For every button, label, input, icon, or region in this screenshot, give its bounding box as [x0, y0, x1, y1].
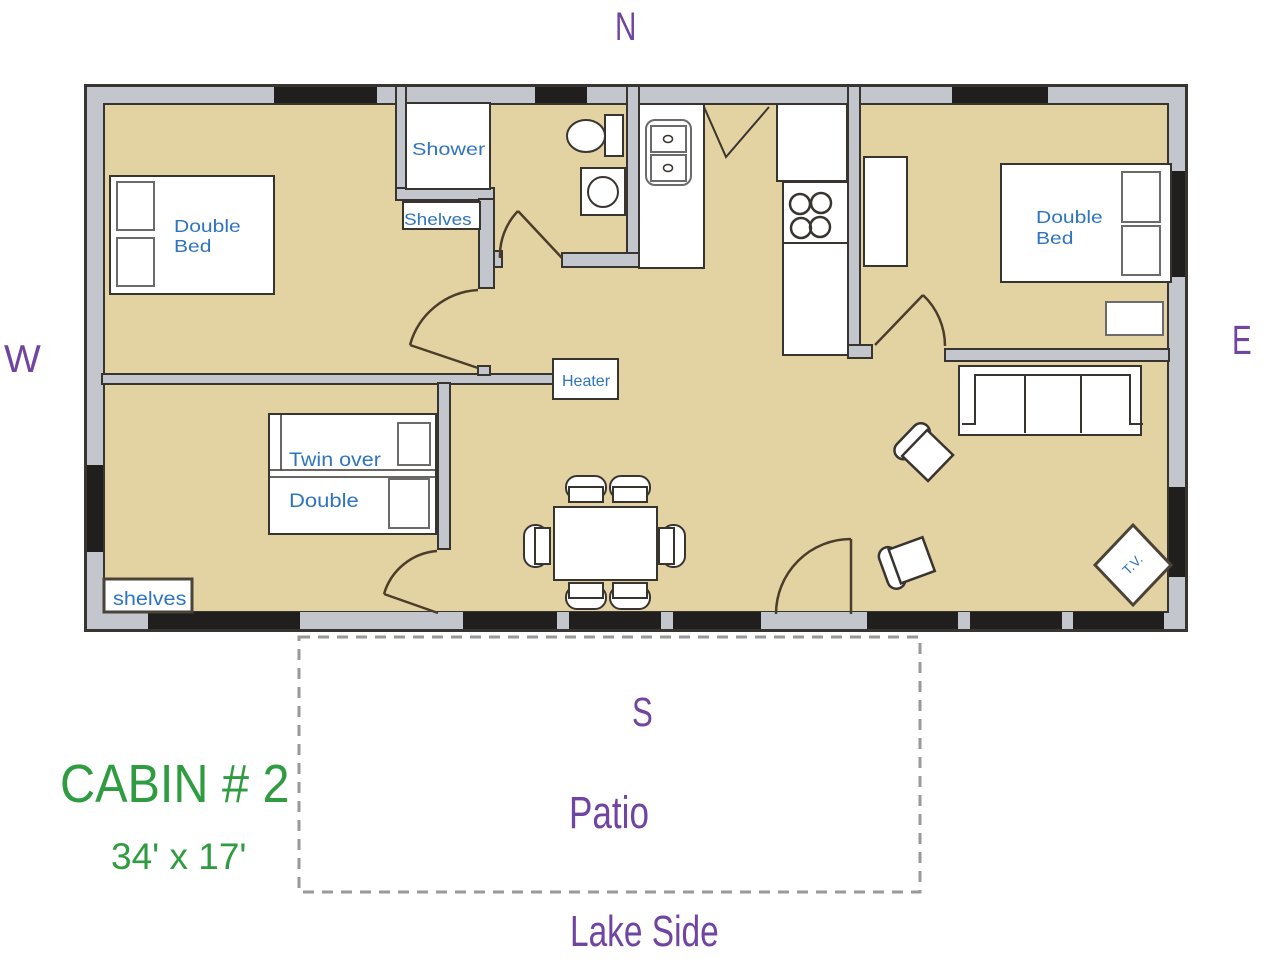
- svg-text:Patio: Patio: [569, 787, 649, 838]
- svg-text:CABIN # 2: CABIN # 2: [60, 753, 290, 814]
- svg-text:W: W: [4, 338, 41, 381]
- svg-text:Shower: Shower: [412, 140, 486, 160]
- svg-text:Double: Double: [289, 490, 359, 511]
- svg-text:shelves: shelves: [113, 589, 186, 610]
- svg-text:Lake Side: Lake Side: [570, 908, 719, 956]
- svg-text:Double: Double: [174, 216, 241, 236]
- svg-text:S: S: [632, 689, 653, 735]
- svg-text:N: N: [615, 5, 636, 49]
- svg-text:Bed: Bed: [174, 236, 211, 256]
- svg-text:Twin over: Twin over: [289, 450, 381, 471]
- svg-text:Bed: Bed: [1036, 228, 1073, 248]
- svg-text:E: E: [1232, 317, 1252, 363]
- svg-text:Shelves: Shelves: [404, 210, 472, 229]
- svg-text:34' x 17': 34' x 17': [111, 836, 247, 877]
- svg-text:Double: Double: [1036, 207, 1103, 227]
- svg-text:Heater: Heater: [562, 373, 611, 390]
